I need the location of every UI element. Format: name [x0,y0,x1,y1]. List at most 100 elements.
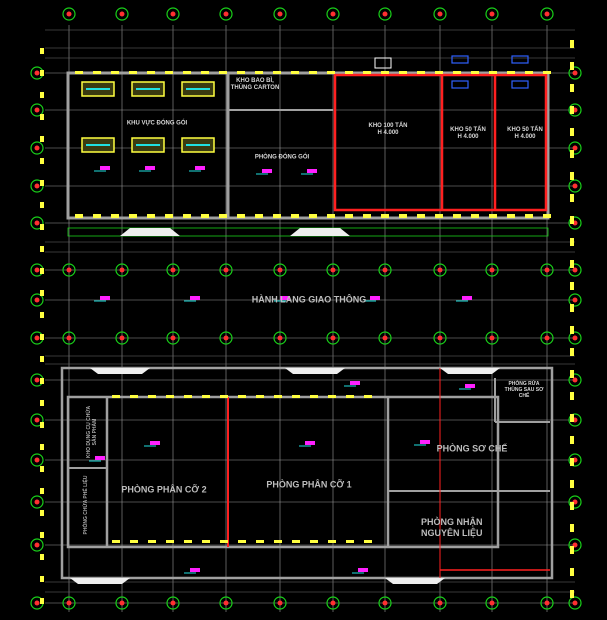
window-mark [363,71,371,74]
dimension-mark [40,422,44,428]
window-mark [112,540,120,543]
window-mark [364,540,372,543]
room-label-grading-1: PHÒNG PHÂN CỠ 1 [266,479,352,490]
axis-bubble-dot [119,600,125,606]
axis-bubble [166,596,180,610]
axis-bubble [568,263,582,277]
axis-bubble [166,7,180,21]
window-mark [274,395,282,398]
dimension-mark [570,370,574,378]
axis-bubble-dot [170,600,176,606]
window-mark [291,214,299,218]
window-mark [184,540,192,543]
window-mark [201,214,209,218]
window-mark [255,214,263,218]
window-mark [148,395,156,398]
axis-bubble [30,413,44,427]
window-mark [507,214,515,218]
axis-bubble [378,263,392,277]
axis-bubble-dot [223,335,229,341]
axis-bubble-dot [382,267,388,273]
dimension-mark [570,128,574,136]
axis-bubble-dot [170,335,176,341]
axis-bubble [378,331,392,345]
axis-bubble-dot [572,267,578,273]
window-mark [345,214,353,218]
axis-bubble [433,263,447,277]
axis-bubble-dot [544,267,550,273]
dimension-mark [40,598,44,604]
window-mark [453,214,461,218]
window-mark [219,71,227,74]
axis-bubble [568,293,582,307]
axis-bubble [568,331,582,345]
window-mark [417,71,425,74]
axis-bubble-dot [330,11,336,17]
axis-bubble [433,331,447,345]
window-mark [346,395,354,398]
axis-bubble-dot [34,70,40,76]
elevation-marker [95,456,105,460]
axis-bubble-dot [489,11,495,17]
axis-bubble-dot [382,335,388,341]
dimension-mark [40,532,44,538]
dimension-mark [570,40,574,48]
axis-bubble-dot [572,70,578,76]
axis-bubble [568,453,582,467]
axis-bubble [62,7,76,21]
dimension-mark [570,304,574,312]
evaporator-unit [451,80,469,89]
axis-bubble-dot [119,267,125,273]
axis-bubble [115,331,129,345]
elevation-marker [262,169,272,173]
window-mark [273,71,281,74]
room-label-corridor: HÀNH LANG GIAO THÔNG [251,294,367,305]
window-mark [489,214,497,218]
window-mark [219,214,227,218]
window-mark [417,214,425,218]
dimension-mark [570,260,574,268]
window-mark [381,71,389,74]
window-mark [292,540,300,543]
dimension-mark [40,158,44,164]
axis-bubble-dot [34,297,40,303]
window-mark [93,71,101,74]
window-mark [328,540,336,543]
evaporator-unit [511,55,529,64]
window-mark [471,214,479,218]
axis-bubble-dot [437,267,443,273]
axis-bubble-dot [119,335,125,341]
window-mark [489,71,497,74]
window-mark [202,540,210,543]
axis-bubble-dot [34,220,40,226]
axis-bubble [62,263,76,277]
elevation-marker [195,166,205,170]
wall [66,395,500,549]
window-mark [256,395,264,398]
room-label-preprocessing: PHÒNG SƠ CHẾ [436,443,508,454]
axis-bubble-dot [34,145,40,151]
dimension-mark [40,224,44,230]
axis-bubble [568,66,582,80]
window-mark [129,214,137,218]
axis-bubble [568,103,582,117]
window-mark [112,395,120,398]
elevation-marker [190,296,200,300]
axis-bubble-dot [34,183,40,189]
window-mark [220,395,228,398]
axis-bubble-dot [66,600,72,606]
window-mark [93,214,101,218]
ramp [90,368,150,374]
window-mark [309,214,317,218]
window-mark [399,214,407,218]
dimension-mark [570,348,574,356]
dimension-mark [40,48,44,54]
axis-bubble [219,596,233,610]
room-label-grading-2: PHÒNG PHÂN CỠ 2 [121,484,207,495]
window-mark [273,214,281,218]
axis-bubble [433,596,447,610]
window-mark [75,214,83,218]
dimension-mark [40,488,44,494]
window-mark [346,540,354,543]
